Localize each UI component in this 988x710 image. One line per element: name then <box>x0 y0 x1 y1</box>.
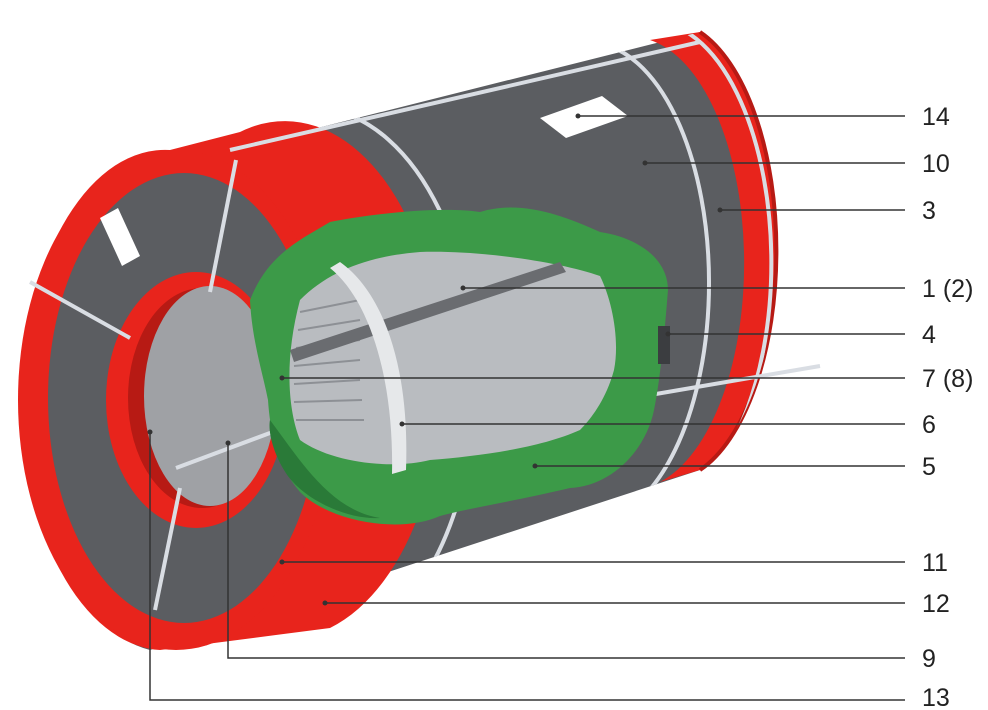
leader-lines <box>149 115 905 701</box>
inner-protector-ring <box>330 262 407 474</box>
callout-10: 10 <box>922 150 950 178</box>
callout-6: 6 <box>922 411 936 439</box>
cutaway-paper-shadow <box>269 420 380 519</box>
callout-3: 3 <box>922 197 936 225</box>
callout-11: 11 <box>922 549 948 577</box>
cutaway-coil-windings <box>289 251 617 465</box>
callout-13: 13 <box>922 684 950 710</box>
callout-12: 12 <box>922 590 950 618</box>
leader-dots <box>147 113 723 606</box>
callout-7: 7 (8) <box>922 365 973 393</box>
callout-9: 9 <box>922 645 936 673</box>
callout-1: 1 (2) <box>922 275 973 303</box>
front-label <box>100 208 140 266</box>
callout-5: 5 <box>922 453 936 481</box>
callout-4: 4 <box>922 321 936 349</box>
callout-labels: 14 10 3 1 (2) 4 7 (8) 6 5 11 12 9 13 <box>922 103 973 710</box>
inner-steel-band <box>290 262 566 362</box>
bore-cover <box>144 286 276 506</box>
body-label <box>540 96 628 138</box>
front-face-straps <box>29 159 279 611</box>
back-edge-protector <box>650 32 777 482</box>
back-edge-protector-rim <box>698 30 779 472</box>
callout-14: 14 <box>922 103 950 131</box>
